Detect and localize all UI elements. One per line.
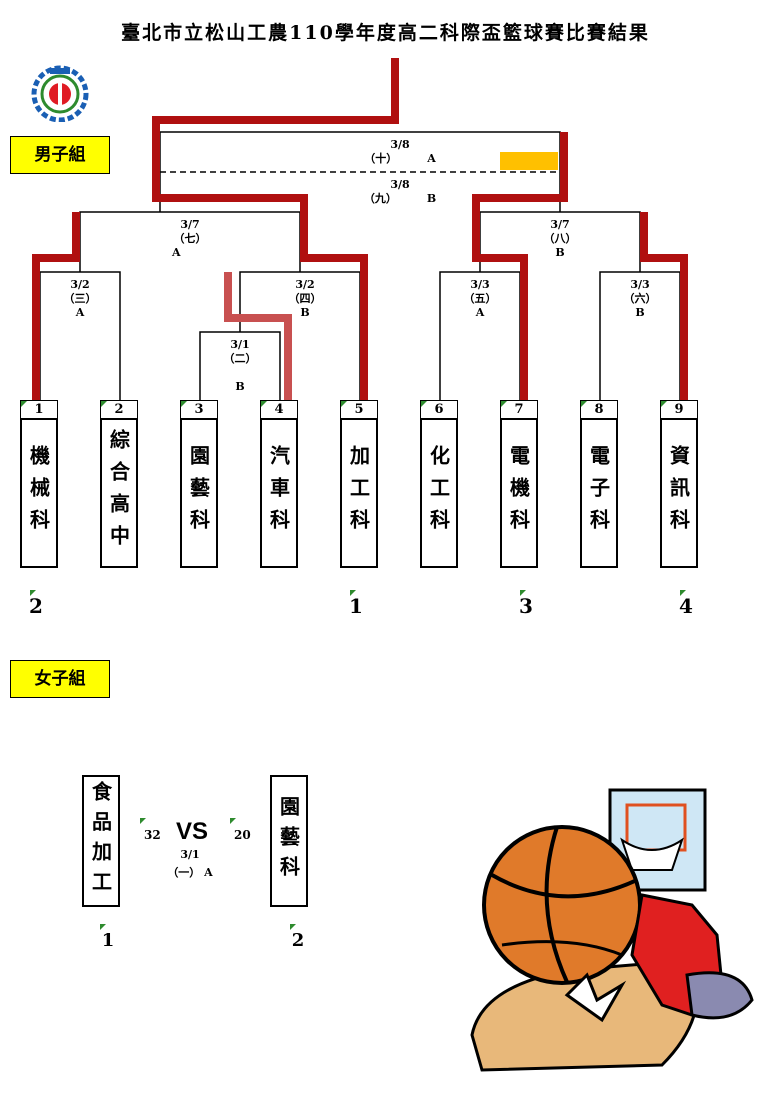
school-logo: [28, 62, 92, 122]
match-label-2: 3/1（二）B: [223, 338, 257, 393]
female-match-label: （一） A: [167, 866, 213, 879]
match-label-3: 3/2（三）A: [63, 278, 97, 319]
team-number: 7: [500, 400, 538, 418]
match-label-7: 3/7（七）A: [172, 218, 207, 259]
match-label-9: 3/8 （九）B: [363, 178, 437, 205]
final-highlight: [500, 152, 558, 170]
rank-electrical: 3: [519, 594, 533, 618]
team-number: 1: [20, 400, 58, 418]
rank-mechanical: 2: [29, 594, 43, 618]
team-number: 6: [420, 400, 458, 418]
team-number: 9: [660, 400, 698, 418]
match-label-4: 3/2（四）B: [288, 278, 322, 319]
female-score-left: 32: [144, 828, 161, 842]
team-marker: [181, 401, 187, 407]
team-name: 加工科: [340, 418, 378, 568]
female-team-left: 食品加工: [82, 775, 120, 907]
team-marker: [661, 401, 667, 407]
rank-processing: 1: [349, 594, 363, 618]
page-title: 臺北市立松山工農110學年度高二科際盃籃球賽比賽結果: [121, 22, 650, 44]
female-team-right: 園藝科: [270, 775, 308, 907]
rank-marker: [520, 590, 526, 596]
team-name: 機械科: [20, 418, 58, 568]
rank-marker: [30, 590, 36, 596]
team-marker: [261, 401, 267, 407]
team-marker: [341, 401, 347, 407]
bracket-lines: [32, 58, 688, 400]
match-label-5: 3/3（五）A: [463, 278, 497, 319]
team-number: 5: [340, 400, 378, 418]
team-marker: [581, 401, 587, 407]
female-rank-left: 1: [101, 930, 115, 951]
team-marker: [501, 401, 507, 407]
team-name: 資訊科: [660, 418, 698, 568]
score-marker: [230, 818, 236, 824]
female-match-date: 3/1: [180, 848, 200, 861]
score-marker: [140, 818, 146, 824]
team-marker: [21, 401, 27, 407]
rank-marker: [680, 590, 686, 596]
match-label-10: 3/8 （十）A: [364, 138, 436, 165]
team-name: 化工科: [420, 418, 458, 568]
female-score-right: 20: [234, 828, 251, 842]
team-marker: [421, 401, 427, 407]
match-label-6: 3/3（六）B: [623, 278, 657, 319]
team-name: 園藝科: [180, 418, 218, 568]
female-rank-right: 2: [291, 930, 305, 951]
team-number: 8: [580, 400, 618, 418]
match-label-8: 3/7（八）B: [543, 218, 577, 259]
team-name: 綜合高中: [100, 418, 138, 568]
team-number: 4: [260, 400, 298, 418]
basketball-clipart: [462, 785, 762, 1075]
team-number: 3: [180, 400, 218, 418]
team-name: 電機科: [500, 418, 538, 568]
male-group-label: 男子組: [10, 136, 110, 174]
rank-marker: [290, 924, 296, 930]
rank-marker: [350, 590, 356, 596]
team-name: 汽車科: [260, 418, 298, 568]
team-marker: [101, 401, 107, 407]
rank-marker: [100, 924, 106, 930]
versus-label: VS: [176, 818, 209, 845]
rank-information: 4: [679, 594, 693, 618]
female-group-label: 女子組: [10, 660, 110, 698]
team-number: 2: [100, 400, 138, 418]
team-name: 電子科: [580, 418, 618, 568]
